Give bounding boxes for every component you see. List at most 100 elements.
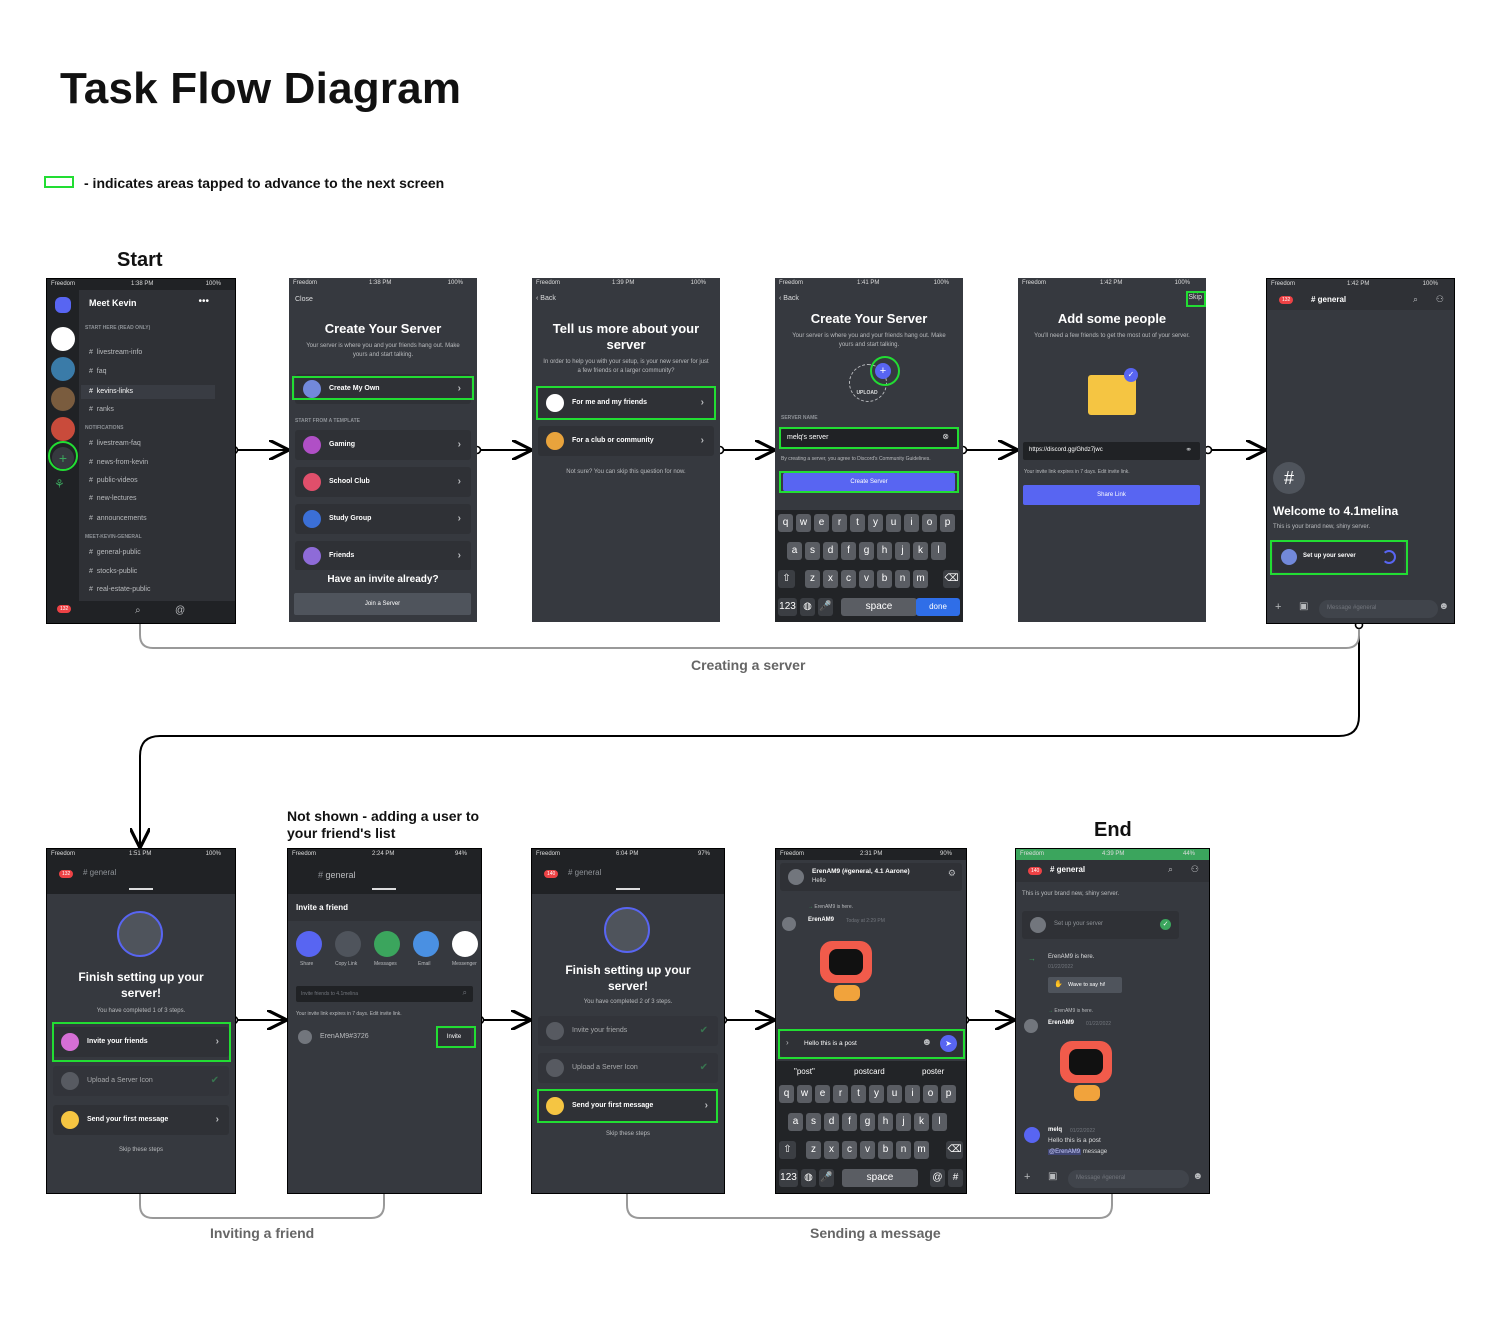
keyboard-key[interactable]: t [851, 1085, 866, 1103]
server-icon-bloo[interactable] [51, 327, 75, 351]
share-link-button[interactable]: Share Link [1023, 485, 1200, 505]
channel-item[interactable]: # public-videos [89, 477, 138, 484]
keyboard-key[interactable]: d [823, 542, 838, 560]
members-icon[interactable]: ⚇ [1435, 294, 1444, 304]
keyboard-key[interactable]: d [824, 1113, 839, 1131]
keyboard-key[interactable]: h [878, 1113, 893, 1131]
channel-item[interactable]: # ranks [89, 406, 114, 413]
keyboard-key[interactable]: z [805, 570, 820, 588]
channel-item[interactable]: # stocks-public [89, 568, 138, 575]
members-icon[interactable]: ⚇ [1190, 864, 1199, 874]
keyboard-key[interactable]: n [896, 1141, 911, 1159]
keyboard-key[interactable]: c [841, 570, 856, 588]
channel-item[interactable]: # faq [89, 368, 107, 375]
keyboard-key[interactable]: m [914, 1141, 929, 1159]
keyboard-key[interactable]: i [905, 1085, 920, 1103]
channel-item[interactable]: # news-from-kevin [89, 459, 149, 466]
keyboard-key[interactable]: h [877, 542, 892, 560]
keyboard-key[interactable]: y [868, 514, 883, 532]
keyboard-key[interactable]: o [923, 1085, 938, 1103]
keyboard-key[interactable]: 🎤 [818, 598, 833, 616]
keyboard-key[interactable]: e [815, 1085, 830, 1103]
keyboard-key[interactable]: s [806, 1113, 821, 1131]
keyboard-key[interactable]: j [896, 1113, 911, 1131]
push-notification[interactable]: ErenAM9 (#general, 4.1 Aarone) Hello ⚙ [780, 863, 962, 891]
server-icon-3[interactable] [51, 387, 75, 411]
keyboard-key[interactable]: p [941, 1085, 956, 1103]
emoji-icon[interactable]: ☻ [921, 1037, 932, 1048]
emoji-icon[interactable]: ☻ [1438, 601, 1449, 612]
keyboard-key[interactable]: ⇧ [779, 1141, 796, 1159]
keyboard-key[interactable]: # [948, 1169, 963, 1187]
keyboard-key[interactable]: w [796, 514, 811, 532]
keyboard-key[interactable]: ⇧ [778, 570, 795, 588]
option-me-and-friends[interactable]: For me and my friends› [538, 388, 714, 418]
step-upload-icon[interactable]: Upload a Server Icon✔ [53, 1066, 229, 1096]
keyboard-key[interactable]: 123 [778, 598, 797, 616]
keyboard-key[interactable]: k [913, 542, 928, 560]
keyboard-key[interactable]: 123 [779, 1169, 798, 1187]
keyboard-key[interactable]: v [859, 570, 874, 588]
messenger-icon[interactable] [452, 931, 478, 957]
close-button[interactable]: Close [295, 296, 313, 303]
keyboard-key[interactable]: ◍ [800, 598, 815, 616]
keyboard-key[interactable]: g [859, 542, 874, 560]
keyboard-key[interactable]: ⌫ [946, 1141, 963, 1159]
template-gaming[interactable]: Gaming› [295, 430, 471, 460]
keyboard-key[interactable]: o [922, 514, 937, 532]
server-icon-4[interactable] [51, 417, 75, 441]
clear-icon[interactable]: ⊗ [942, 432, 949, 441]
keyboard-key[interactable]: s [805, 542, 820, 560]
email-icon[interactable] [413, 931, 439, 957]
wave-button[interactable]: ✋ Wave to say hi! [1048, 977, 1122, 993]
keyboard-key[interactable]: i [904, 514, 919, 532]
keyboard-key[interactable]: r [832, 514, 847, 532]
step-first-message[interactable]: Send your first message› [53, 1105, 229, 1135]
back-button[interactable]: ‹ Back [779, 295, 799, 302]
invite-search-input[interactable]: Invite friends to 4.1melina ⌕ [296, 986, 473, 1002]
skip-steps-link[interactable]: Skip these steps [605, 1131, 651, 1137]
channel-item[interactable]: # real-estate-public [89, 586, 151, 593]
keyboard-key[interactable]: r [833, 1085, 848, 1103]
create-server-button[interactable]: Create Server [783, 473, 955, 491]
keyboard-key[interactable]: w [797, 1085, 812, 1103]
keyboard-key[interactable]: c [842, 1141, 857, 1159]
setup-server-button[interactable]: Set up your server [1273, 542, 1404, 572]
channel-item-selected[interactable]: # kevins-links [81, 385, 215, 399]
channel-item[interactable]: # livestream-info [89, 349, 143, 356]
skip-button[interactable]: Skip [1188, 294, 1202, 301]
skip-note[interactable]: Not sure? You can skip this question for… [566, 469, 686, 475]
step-first-message[interactable]: Send your first message› [538, 1091, 718, 1121]
keyboard-key[interactable]: @ [930, 1169, 945, 1187]
keyboard-key[interactable]: b [878, 1141, 893, 1159]
mention-icon[interactable]: @ [175, 605, 186, 616]
suggestion[interactable]: postcard [854, 1067, 885, 1076]
invite-button[interactable]: Invite [437, 1029, 471, 1046]
keyboard-key[interactable]: x [824, 1141, 839, 1159]
step-upload-icon[interactable]: Upload a Server Icon✔ [538, 1053, 718, 1083]
keyboard-key[interactable]: e [814, 514, 829, 532]
channel-item[interactable]: # general-public [89, 549, 141, 556]
copy-link-icon[interactable] [335, 931, 361, 957]
done-key[interactable]: done [916, 598, 960, 616]
keyboard-key[interactable]: f [842, 1113, 857, 1131]
more-icon[interactable]: ••• [198, 296, 209, 307]
share-icon[interactable] [296, 931, 322, 957]
keyboard-key[interactable]: v [860, 1141, 875, 1159]
link-icon[interactable]: ⚭ [1185, 445, 1192, 454]
send-icon[interactable]: ➤ [940, 1035, 957, 1052]
keyboard-key[interactable]: f [841, 542, 856, 560]
explore-icon[interactable]: ⚘ [54, 477, 65, 491]
skip-steps-link[interactable]: Skip these steps [118, 1147, 164, 1153]
plus-icon[interactable]: + [1275, 601, 1282, 613]
keyboard-key[interactable]: space [841, 598, 917, 616]
option-club-community[interactable]: For a club or community› [538, 426, 714, 456]
search-icon[interactable]: ⌕ [1167, 864, 1173, 874]
keyboard-key[interactable]: j [895, 542, 910, 560]
gift-icon[interactable]: ▣ [1048, 1171, 1058, 1182]
search-icon[interactable]: ⌕ [1412, 294, 1418, 304]
keyboard-key[interactable]: g [860, 1113, 875, 1131]
keyboard-key[interactable]: a [788, 1113, 803, 1131]
search-icon[interactable]: ⌕ [135, 605, 141, 616]
keyboard-key[interactable]: k [914, 1113, 929, 1131]
